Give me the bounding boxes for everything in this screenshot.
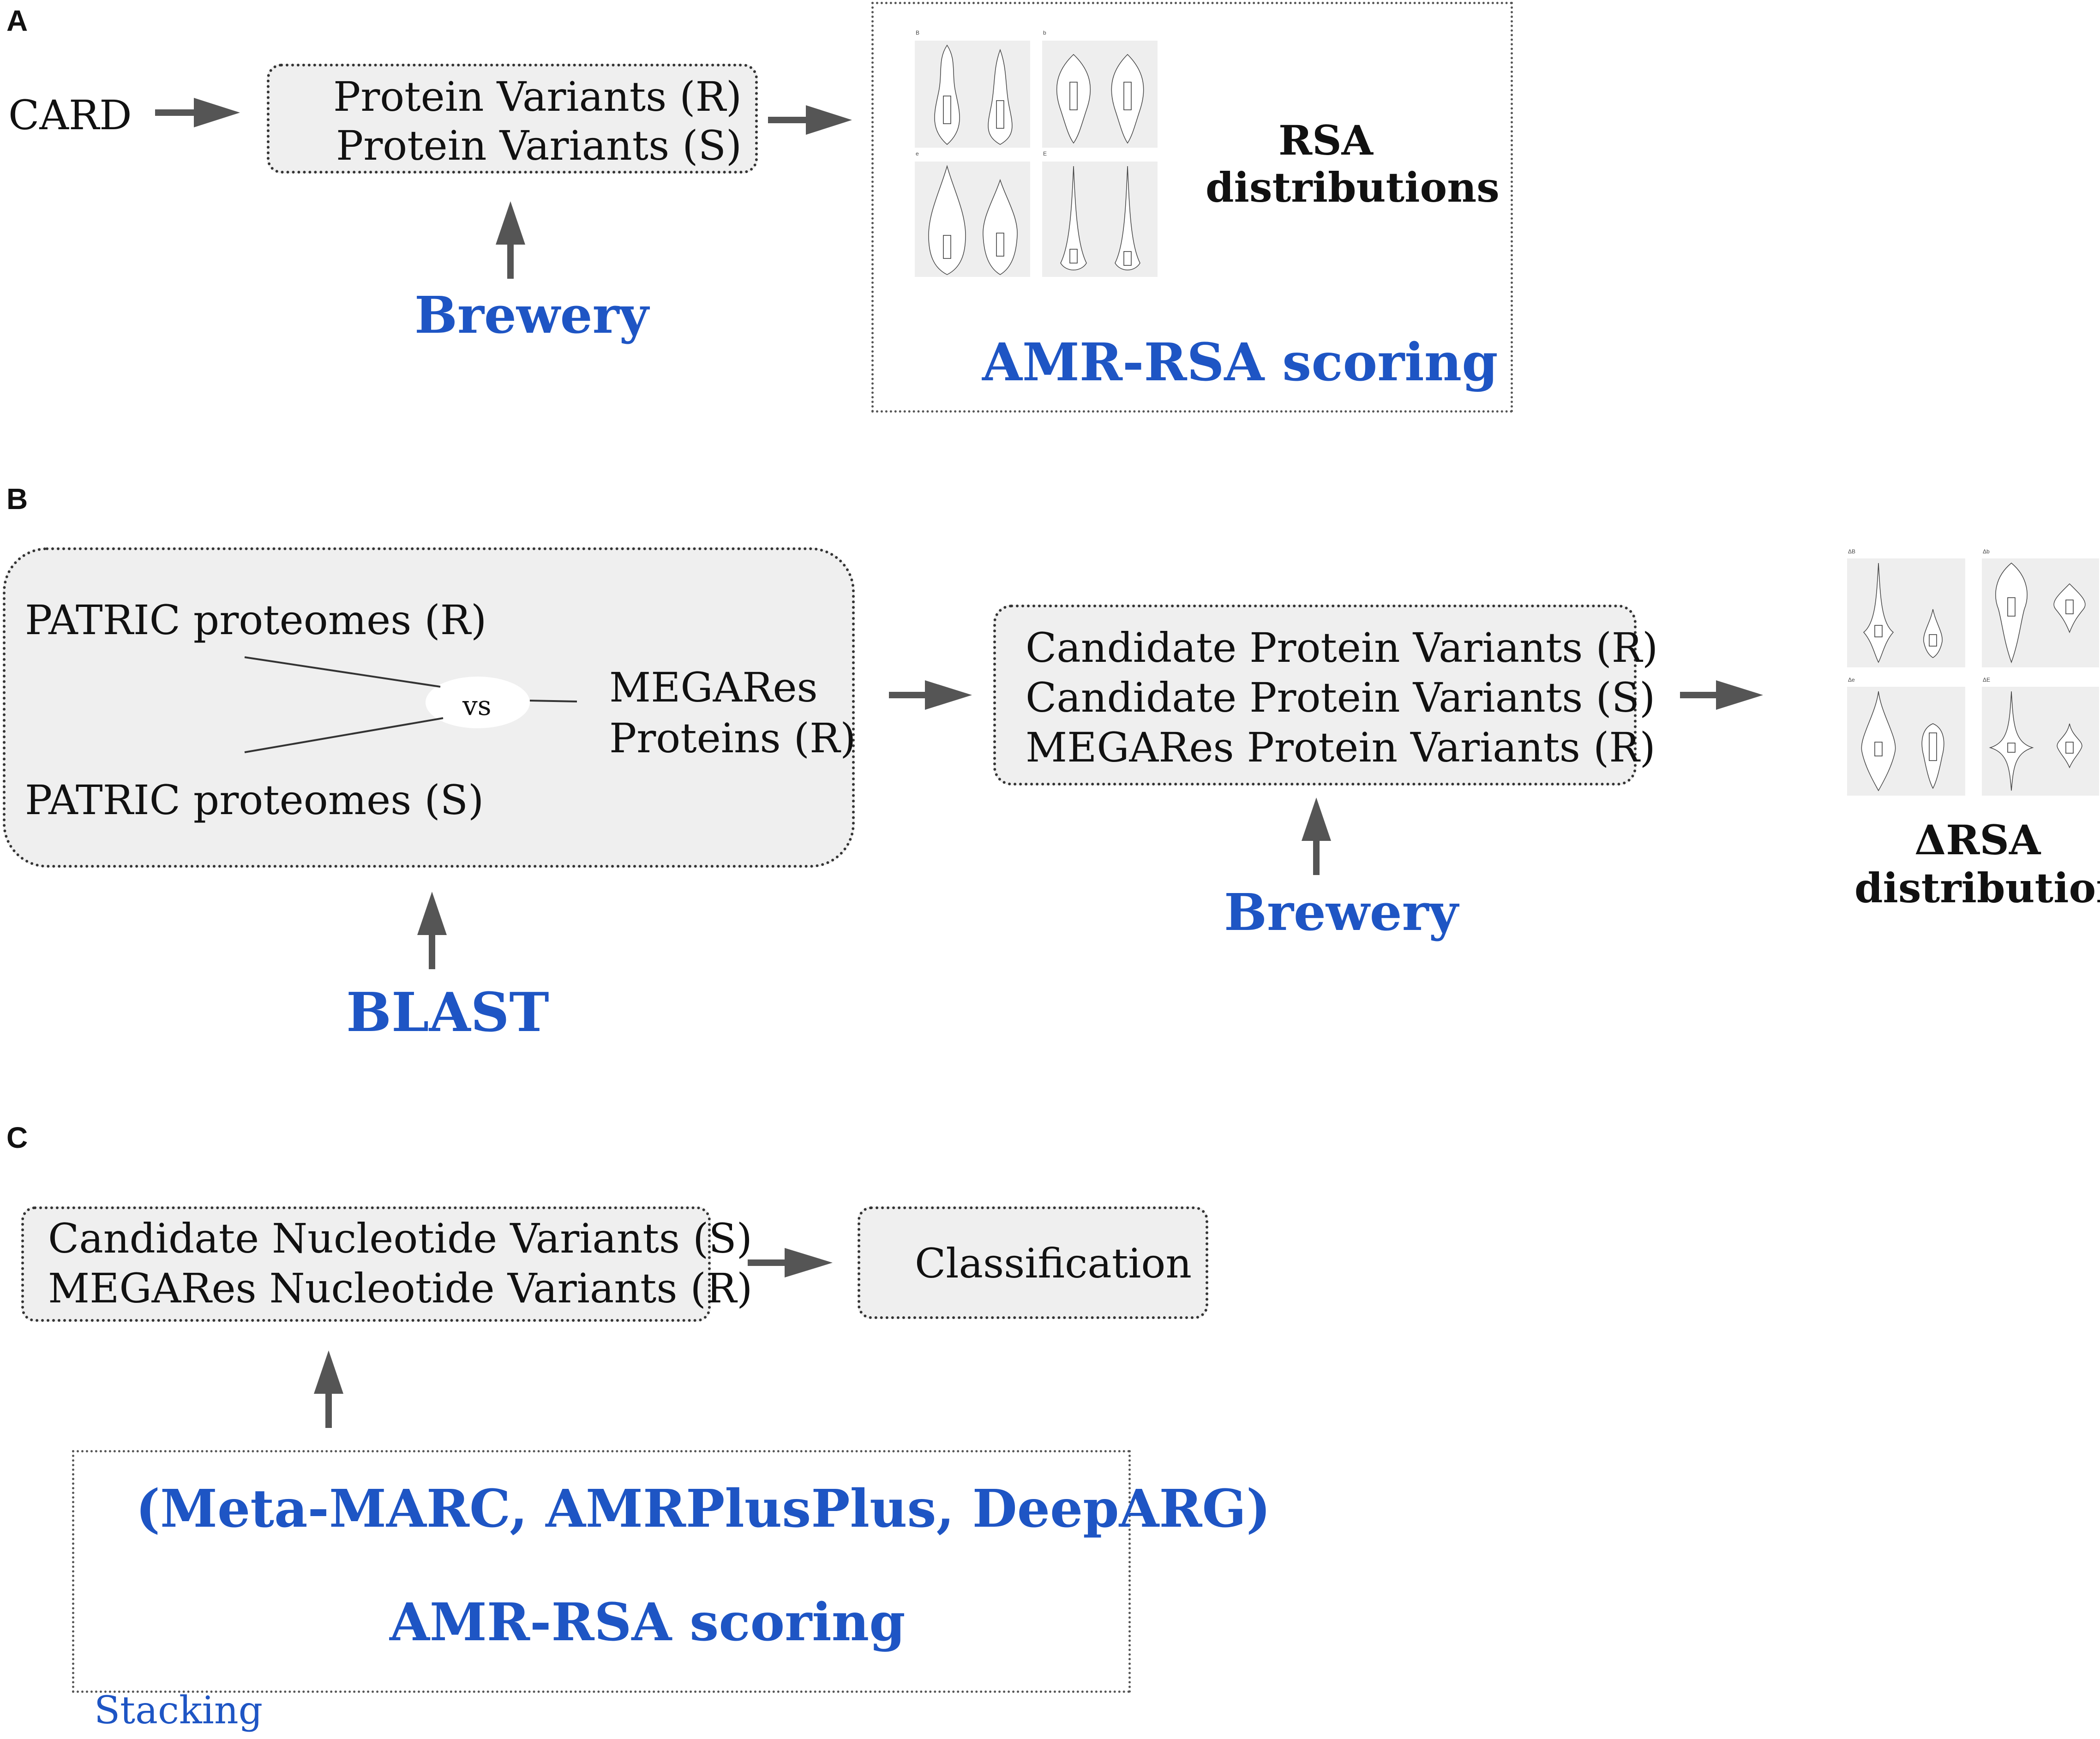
panel-c-letter: C bbox=[6, 1121, 28, 1154]
plot-title: ΔE bbox=[1983, 677, 1991, 683]
classification-label: Classification bbox=[915, 1240, 1192, 1287]
arrow-head bbox=[417, 892, 447, 935]
mini-violin-plot: B bbox=[915, 30, 1030, 148]
megares-nucleotide-r: MEGARes Nucleotide Variants (R) bbox=[48, 1265, 753, 1312]
mini-violin-plot: b bbox=[1042, 30, 1158, 148]
stacking-tools: (Meta-MARC, AMRPlusPlus, DeepARG) bbox=[136, 1479, 1271, 1539]
vs-label: vs bbox=[462, 690, 492, 721]
arrow-head bbox=[194, 98, 240, 127]
plot-title: b bbox=[1043, 30, 1046, 36]
connector-line bbox=[529, 700, 577, 702]
amr-rsa-scoring-c: AMR-RSA scoring bbox=[390, 1592, 906, 1653]
patric-proteomes-s: PATRIC proteomes (S) bbox=[25, 776, 484, 824]
mini-violin-plot: e bbox=[915, 150, 1030, 277]
delta-rsa-subtitle: distributions bbox=[1854, 864, 2100, 912]
plot-title: Δe bbox=[1848, 677, 1855, 683]
candidate-variants-box bbox=[993, 605, 1637, 786]
connector-line bbox=[244, 717, 444, 753]
candidate-protein-r: Candidate Protein Variants (R) bbox=[1026, 624, 1658, 672]
delta-rsa-title: ΔRSA bbox=[1914, 816, 2041, 864]
amr-rsa-scoring-a: AMR-RSA scoring bbox=[982, 332, 1498, 393]
protein-variants-s: Protein Variants (S) bbox=[336, 122, 742, 169]
card-label: CARD bbox=[8, 91, 132, 139]
plot-title: B bbox=[916, 30, 920, 36]
protein-variants-box bbox=[267, 64, 758, 174]
candidate-protein-s: Candidate Protein Variants (S) bbox=[1026, 674, 1656, 721]
arrow-head bbox=[496, 201, 525, 245]
arrow-head bbox=[314, 1350, 343, 1394]
brewery-tool-a: Brewery bbox=[414, 285, 649, 345]
connector-line bbox=[244, 656, 441, 688]
panel-a-letter: A bbox=[6, 4, 28, 37]
vs-ellipse bbox=[426, 677, 530, 728]
patric-proteomes-r: PATRIC proteomes (R) bbox=[25, 596, 487, 644]
rsa-title: RSA bbox=[1278, 116, 1373, 164]
protein-variants-r: Protein Variants (R) bbox=[333, 73, 742, 120]
stacking-label: Stacking bbox=[94, 1689, 263, 1733]
plot-title: E bbox=[1043, 150, 1047, 157]
brewery-tool-b: Brewery bbox=[1224, 882, 1458, 942]
mini-violin-plot: ΔE bbox=[1982, 677, 2099, 796]
plot-title: e bbox=[916, 150, 919, 157]
megares-line-2: Proteins (R) bbox=[609, 714, 856, 762]
arrow-head bbox=[1302, 798, 1331, 841]
plot-title: ΔB bbox=[1848, 548, 1856, 555]
nucleotide-variants-box bbox=[21, 1206, 711, 1322]
arrow-head bbox=[925, 680, 972, 710]
megares-protein-r: MEGARes Protein Variants (R) bbox=[1026, 724, 1656, 771]
mini-violin-plot: Δe bbox=[1847, 677, 1965, 796]
classification-box bbox=[858, 1206, 1208, 1319]
mini-violin-plot: E bbox=[1042, 150, 1158, 277]
arrow-head bbox=[806, 105, 852, 135]
stacking-box bbox=[72, 1450, 1131, 1693]
rsa-subtitle: distributions bbox=[1206, 163, 1500, 211]
panel-b-letter: B bbox=[6, 482, 28, 516]
candidate-nucleotide-s: Candidate Nucleotide Variants (S) bbox=[48, 1215, 752, 1262]
mini-violin-plot: ΔB bbox=[1847, 548, 1965, 667]
blast-tool: BLAST bbox=[346, 981, 549, 1044]
arrow-head bbox=[785, 1248, 833, 1277]
megares-line-1: MEGARes bbox=[609, 664, 818, 711]
arrow-head bbox=[1716, 680, 1763, 710]
plot-title: Δb bbox=[1983, 548, 1990, 555]
mini-violin-plot: Δb bbox=[1982, 548, 2099, 667]
